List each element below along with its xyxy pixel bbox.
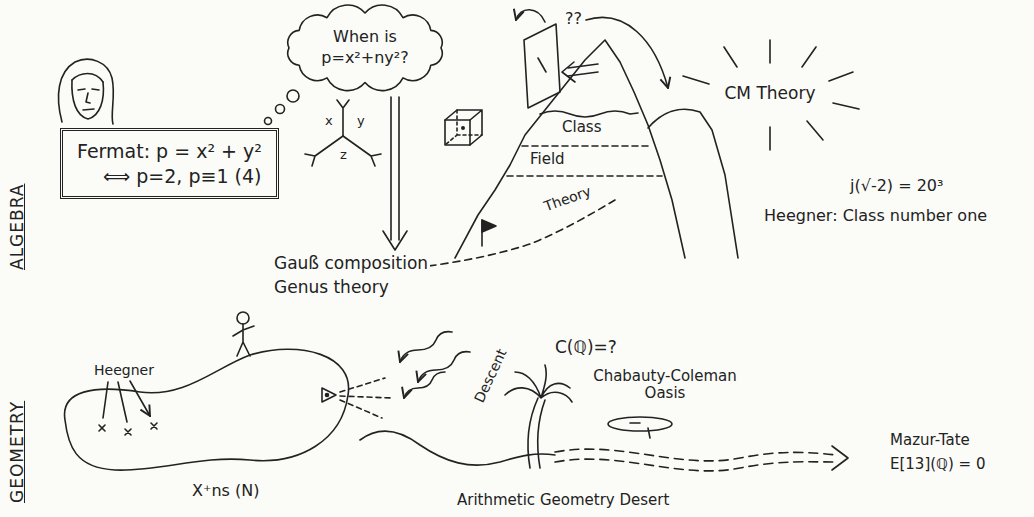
place-label: Chabauty-Coleman Oasis (588, 368, 742, 403)
mirror-part (586, 17, 668, 88)
wavy-arrows-part (404, 372, 445, 398)
node-heading: When is p=x²+ny²? (315, 27, 415, 69)
layer-label: Theory (540, 182, 595, 215)
stick-figure (233, 312, 254, 356)
layer-label: Field (528, 151, 567, 168)
cube-sketch-part (462, 127, 464, 129)
mirror (516, 10, 668, 108)
sun-rays-part (683, 40, 859, 150)
node-heading: Fermat: p = x² + y² (77, 139, 262, 164)
island (65, 349, 349, 470)
wavy-arrows-part (400, 332, 452, 362)
sketch-art-part (58, 10, 859, 471)
section-title: GEOMETRY (8, 399, 28, 505)
double-arrow-part (391, 97, 399, 240)
palm-tree (505, 365, 572, 468)
island-part (103, 381, 150, 422)
fermat-portrait-part (86, 93, 90, 103)
desert-path (360, 431, 848, 471)
trivalent-tree (305, 100, 381, 166)
formula-label: j(√-2) = 20³ (848, 177, 945, 195)
theory-label: Genus theory (272, 278, 391, 298)
point-label: Heegner (92, 362, 156, 378)
trivalent-tree-part (337, 100, 349, 136)
theory-label: CM Theory (722, 84, 817, 104)
section-title: ALGEBRA (8, 182, 28, 272)
desert-path-part (832, 446, 848, 470)
cube-sketch-part (445, 110, 482, 145)
palm-tree-part (505, 365, 572, 402)
eye-beam-part (326, 394, 329, 397)
fermat-portrait-part (83, 109, 94, 110)
oasis-lake (608, 417, 672, 438)
eye-beam-part (340, 378, 392, 418)
mountain-part (540, 111, 638, 117)
fermat-portrait-part (78, 89, 99, 90)
oasis-lake-part (608, 417, 672, 431)
mirror-part (538, 58, 546, 72)
cube-sketch (445, 110, 482, 145)
thought-dots-part (287, 90, 299, 102)
eye-beam-part (322, 388, 336, 402)
theory-label: Gauß composition (272, 254, 430, 274)
mirror-part (524, 24, 560, 108)
mountain-part (507, 175, 662, 177)
fermat-portrait-part (72, 74, 103, 83)
stick-figure-part (237, 312, 249, 324)
curve-label: X⁺ns (N) (190, 482, 261, 500)
desert-path-part (555, 459, 836, 471)
fermat-portrait (58, 59, 113, 124)
theorem-label: Mazur-Tate (888, 432, 972, 449)
desert-path-part (555, 449, 836, 461)
mirror-part (516, 10, 545, 22)
place-label: Arithmetic Geometry Desert (455, 492, 671, 509)
island-part (99, 423, 157, 435)
thought-cloud: When is p=x²+ny²? (279, 3, 451, 93)
wavy-arrows (400, 332, 470, 398)
question-label: C(ℚ)=? (553, 338, 619, 358)
formula-label: E[13](ℚ) = 0 (888, 456, 987, 473)
oasis-lake-part (630, 423, 650, 438)
cube-sketch-part (445, 110, 482, 145)
double-arrow (383, 97, 407, 250)
mountain-part (428, 200, 615, 266)
palm-tree-part (528, 398, 545, 468)
thought-dots-part (276, 105, 285, 114)
fermat-portrait-part (58, 59, 113, 124)
thought-dots-part (265, 118, 272, 125)
mountain (428, 40, 738, 266)
mirror-part (562, 62, 575, 82)
island-part (65, 349, 349, 470)
eye-beam (322, 378, 392, 418)
layer-label: Class (560, 119, 603, 136)
statement-box: Fermat: p = x² + y²⟺ p=2, p≡1 (4) (60, 128, 279, 199)
stick-figure-part (233, 324, 254, 356)
thought-dots (265, 90, 300, 125)
sun-rays (683, 40, 859, 150)
summit-flag-part (482, 220, 496, 232)
edge-variable: y (355, 114, 367, 129)
mountain-part (522, 145, 652, 147)
edge-variable: z (338, 148, 349, 163)
mountain-part (648, 109, 738, 258)
place-label: Descent (470, 344, 511, 406)
desert-path-part (360, 431, 555, 465)
question-mark: ?? (563, 10, 584, 28)
cloud-outline-part (288, 5, 442, 91)
edge-variable: x (323, 114, 335, 129)
fermat-portrait-part (72, 80, 104, 119)
mirror-part (568, 64, 598, 76)
double-arrow-part (383, 231, 407, 250)
node-body: ⟺ p=2, p≡1 (4) (77, 164, 262, 189)
summit-flag (482, 220, 496, 246)
wavy-arrows-part (418, 352, 470, 382)
theorem-label: Heegner: Class number one (762, 207, 989, 225)
